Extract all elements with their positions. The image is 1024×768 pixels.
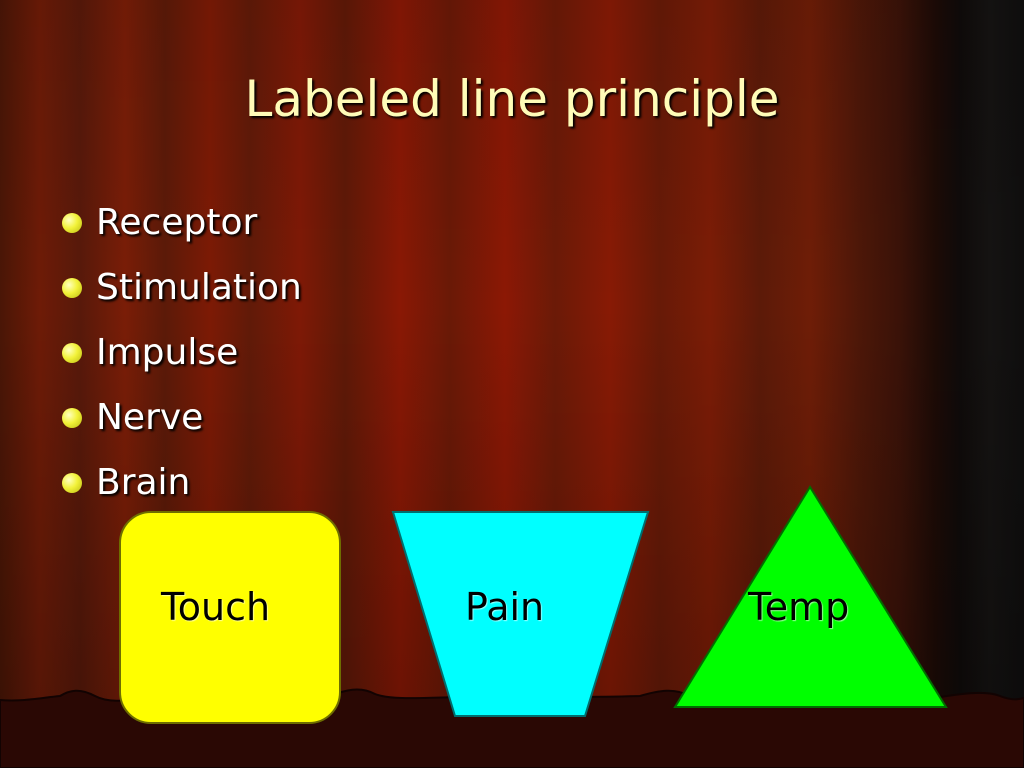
bullet-text: Impulse <box>96 331 239 373</box>
bullet-item: Nerve <box>62 385 302 450</box>
temp-label: Temp <box>748 585 850 629</box>
bullet-item: Impulse <box>62 320 302 385</box>
pain-label: Pain <box>465 585 545 629</box>
bullet-item: Receptor <box>62 190 302 255</box>
bullet-dot-icon <box>62 407 82 428</box>
bullet-text: Brain <box>96 461 191 503</box>
bullet-text: Receptor <box>96 201 258 243</box>
touch-label: Touch <box>161 585 271 629</box>
bullet-dot-icon <box>62 472 82 493</box>
bullet-text: Nerve <box>96 396 204 438</box>
bullet-list: Receptor Stimulation Impulse Nerve Brain <box>62 190 302 515</box>
bullet-dot-icon <box>62 212 82 233</box>
bullet-item: Stimulation <box>62 255 302 320</box>
bullet-item: Brain <box>62 450 302 515</box>
bullet-text: Stimulation <box>96 266 302 308</box>
touch-shape <box>119 511 341 724</box>
pain-shape <box>391 511 650 717</box>
slide-title: Labeled line principle <box>244 70 780 128</box>
temp-shape <box>673 485 948 708</box>
bullet-dot-icon <box>62 277 82 298</box>
bullet-dot-icon <box>62 342 82 363</box>
